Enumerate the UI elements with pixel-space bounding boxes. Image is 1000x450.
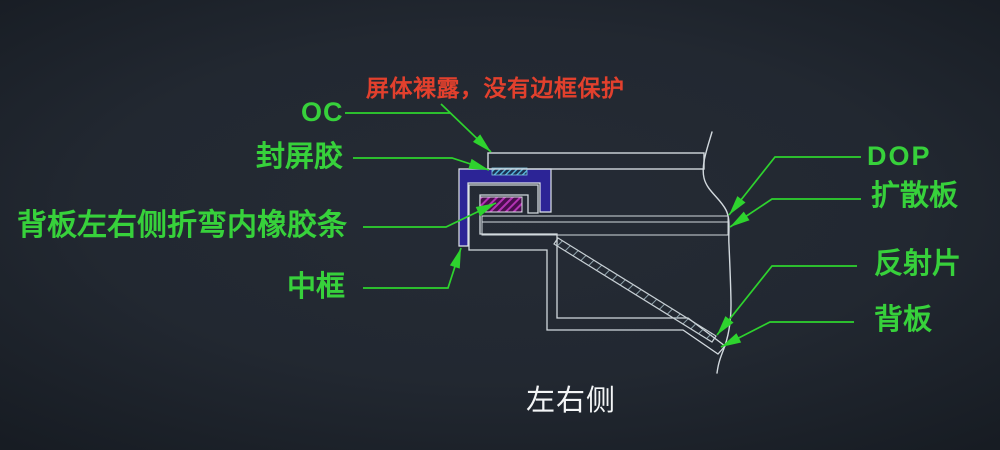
leader-dop [728, 156, 861, 216]
break-line [702, 131, 732, 374]
leader-back-plate [720, 321, 854, 348]
label-middle-frame: 中框 [287, 271, 346, 303]
seal-glue-shape [458, 168, 552, 247]
label-dop: DOP [867, 141, 932, 171]
leader-warning-note [440, 103, 492, 153]
label-diffuser-plate: 扩散板 [871, 180, 959, 212]
leader-diffuser-plate [729, 198, 861, 228]
dop-films-shape [481, 215, 729, 223]
label-seal-glue: 封屏胶 [256, 141, 344, 173]
leader-seal-glue [353, 157, 490, 171]
oc-panel-shape [487, 152, 705, 170]
back-plate-bend-shape [468, 184, 726, 355]
leader-reflector-sheet [716, 265, 857, 336]
label-reflector-sheet: 反射片 [874, 248, 962, 280]
label-back-plate: 背板 [874, 304, 933, 336]
leader-rubber-strip [363, 202, 497, 228]
rubber-strip-shape [479, 196, 523, 213]
reflector-sheet-shape [553, 237, 717, 343]
warning-note: 屏体裸露，没有边框保护 [366, 75, 625, 101]
label-oc: OC [301, 97, 344, 127]
diffuser-plate-shape [481, 221, 729, 236]
label-rubber-strip: 背板左右侧折弯内橡胶条 [17, 209, 347, 242]
drawing-title: 左右侧 [526, 385, 617, 417]
adhesive-strip-shape [491, 167, 528, 176]
leader-middle-frame [363, 247, 462, 289]
